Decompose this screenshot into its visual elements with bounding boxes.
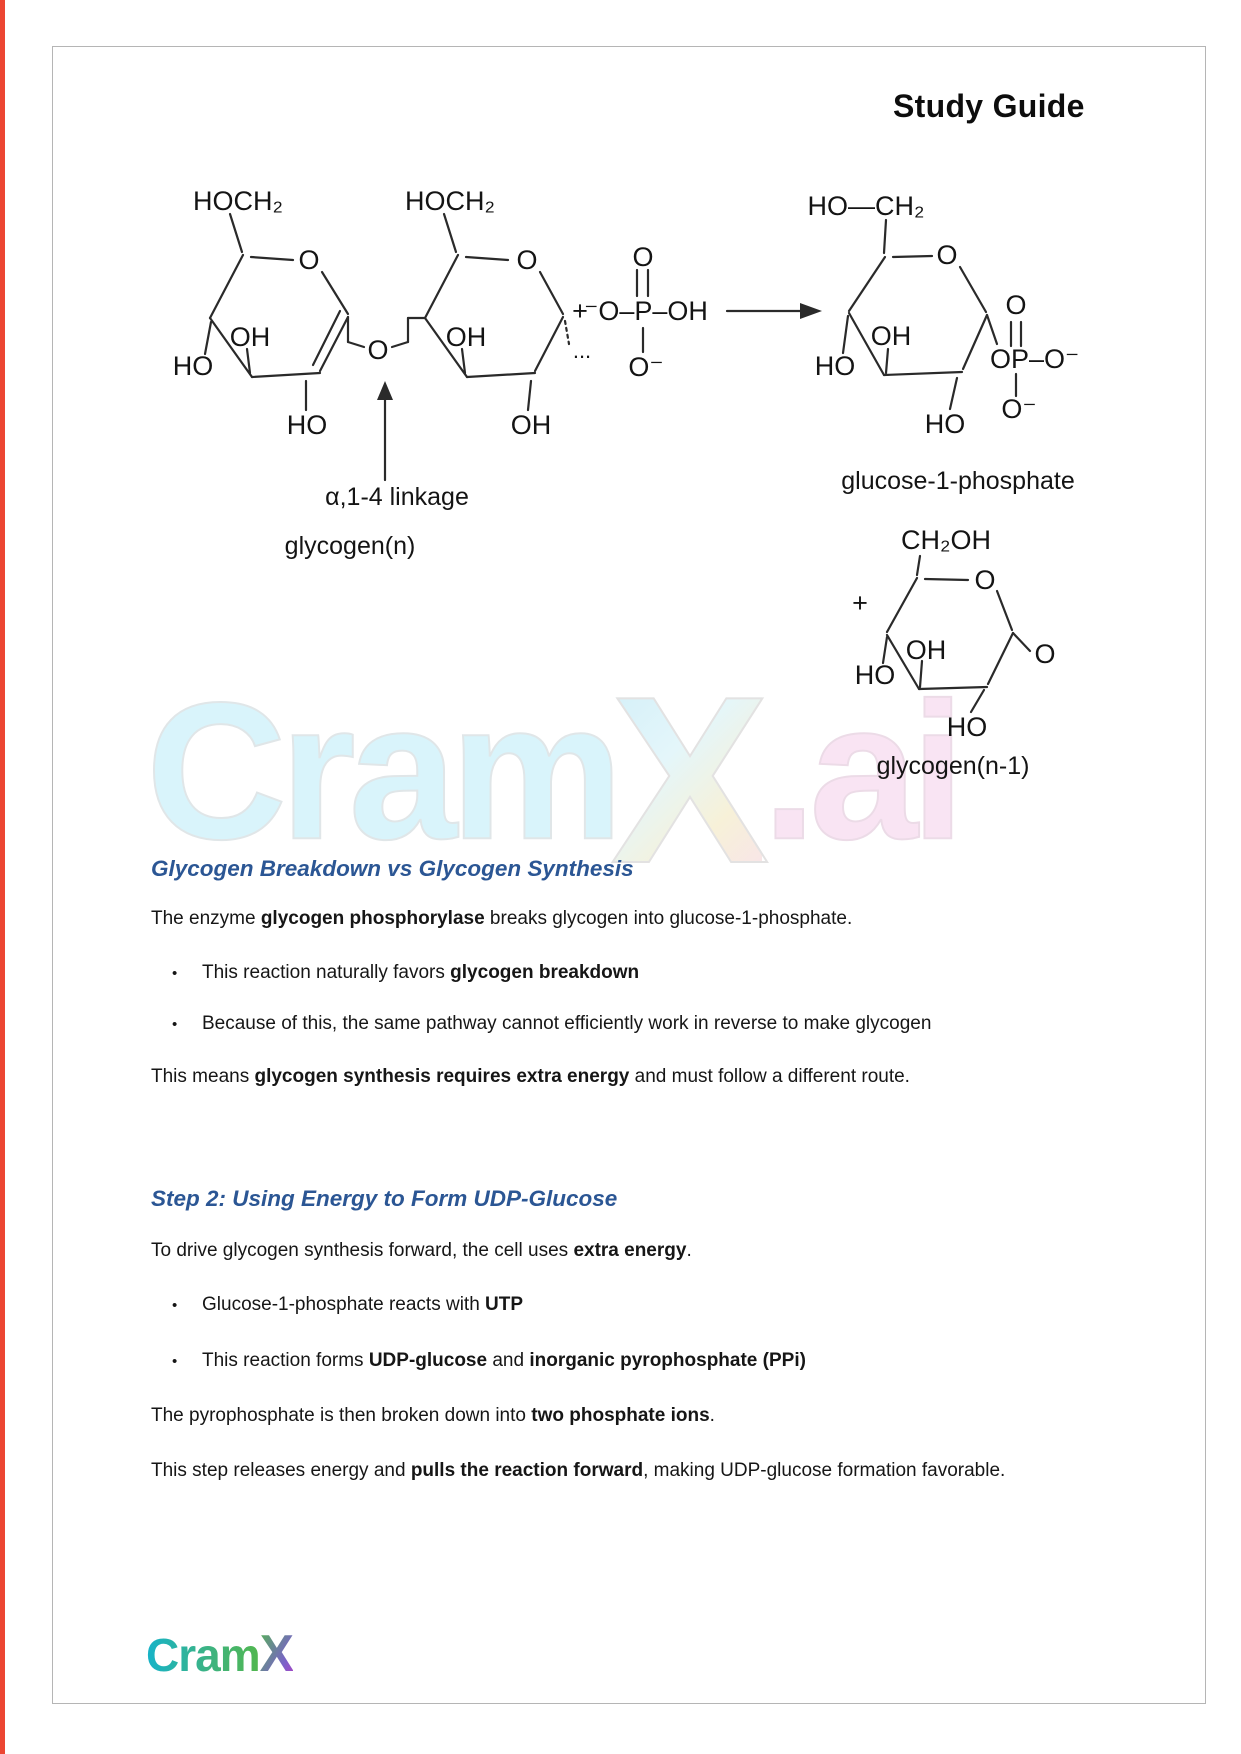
bullet-text: This reaction forms UDP-glucose and inor… — [202, 1350, 806, 1371]
bullet-text: This reaction naturally favors glycogen … — [202, 962, 640, 983]
bullet-item-reacts-utp: • Glucose-1-phosphate reacts with UTP — [172, 1294, 523, 1316]
left-edge-accent — [0, 0, 5, 1754]
bullet-dot: • — [172, 1297, 178, 1314]
cramx-logo: CramX — [146, 1627, 294, 1681]
watermark-x: X — [610, 648, 771, 913]
section-heading-step2: Step 2: Using Energy to Form UDP-Glucose — [151, 1186, 618, 1211]
paragraph-releases-energy: This step releases energy and pulls the … — [151, 1460, 1006, 1481]
cramx-logo-cram: Cram — [146, 1629, 261, 1681]
paragraph-requires-energy: This means glycogen synthesis requires e… — [151, 1066, 910, 1087]
bullet-text: Glucose-1-phosphate reacts with UTP — [202, 1294, 524, 1315]
section-heading-breakdown-vs-synthesis: Glycogen Breakdown vs Glycogen Synthesis — [151, 856, 634, 881]
bullet-dot: • — [172, 1353, 178, 1370]
paragraph-enzyme: The enzyme glycogen phosphorylase breaks… — [151, 908, 853, 929]
watermark: CramX.ai — [145, 661, 966, 901]
bullet-item-favors-breakdown: • This reaction naturally favors glycoge… — [172, 962, 639, 984]
bullet-item-cannot-reverse: • Because of this, the same pathway cann… — [172, 1013, 931, 1035]
paragraph-drive-forward: To drive glycogen synthesis forward, the… — [151, 1240, 692, 1261]
watermark-ai: .ai — [761, 662, 966, 881]
bullet-text: Because of this, the same pathway cannot… — [202, 1013, 932, 1034]
bullet-dot: • — [172, 1016, 178, 1033]
bullet-item-forms-udp-glucose: • This reaction forms UDP-glucose and in… — [172, 1350, 806, 1372]
watermark-cram: Cram — [145, 662, 625, 881]
page-title: Study Guide — [893, 88, 1085, 124]
cramx-logo-x: X — [259, 1624, 294, 1682]
paragraph-pyrophosphate: The pyrophosphate is then broken down in… — [151, 1405, 715, 1426]
bullet-dot: • — [172, 965, 178, 982]
